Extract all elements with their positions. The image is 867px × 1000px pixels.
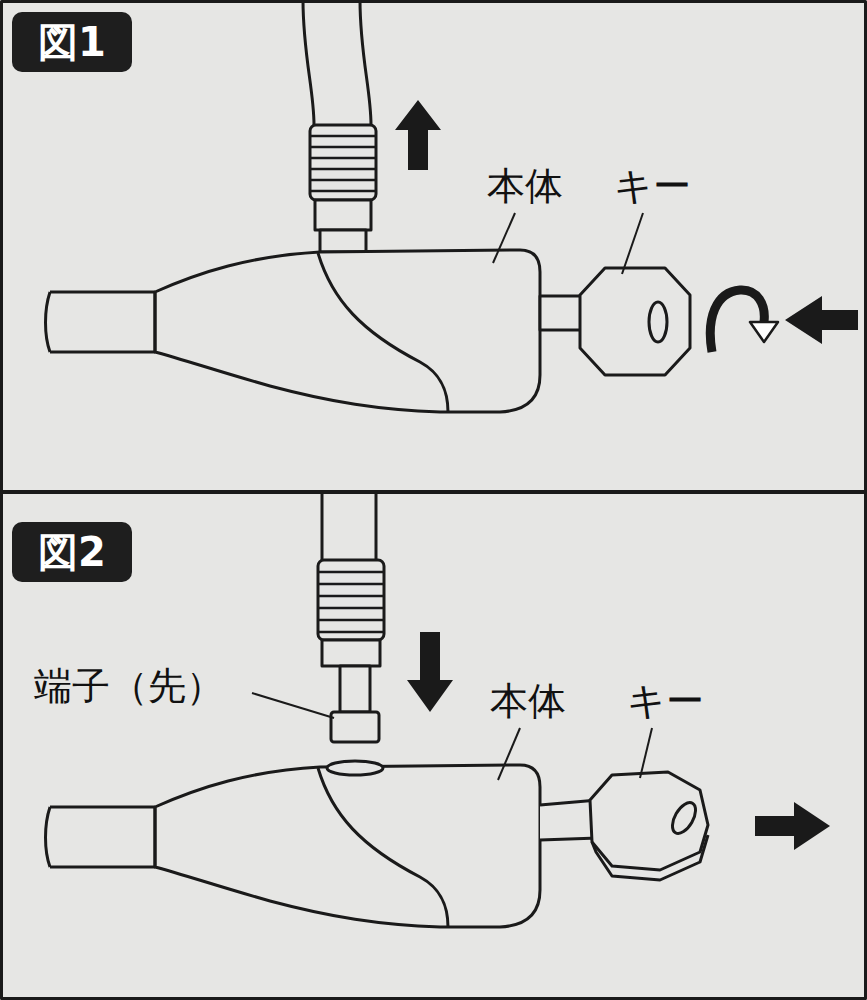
figure-tag: 図1	[12, 12, 132, 72]
thread-rib	[318, 607, 384, 610]
figure-number: 図1	[38, 15, 106, 70]
thread-rib	[310, 190, 376, 193]
thread-rib	[310, 146, 376, 149]
thread-rib	[318, 583, 384, 586]
up-arrow	[395, 100, 441, 170]
lock-body-2	[46, 761, 541, 927]
part-label: キー	[627, 681, 704, 723]
part-label: 本体	[487, 166, 563, 208]
thread-rib	[310, 179, 376, 182]
leader-line	[622, 213, 643, 274]
leader-line	[252, 693, 334, 718]
leader-line	[640, 728, 652, 778]
leader-line	[493, 213, 515, 263]
left-arrow	[785, 296, 858, 344]
part-label: キー	[614, 166, 691, 208]
key-1	[540, 268, 690, 375]
figure-number: 図2	[38, 525, 106, 580]
thread-rib	[318, 595, 384, 598]
thread-rib	[310, 157, 376, 160]
down-arrow	[407, 632, 453, 712]
thread-rib	[318, 631, 384, 634]
part-label: 端子（先）	[34, 666, 224, 708]
part-label: 本体	[490, 681, 566, 723]
rotate-arrow	[710, 290, 778, 352]
cable-2	[318, 494, 384, 742]
thread-rib	[318, 619, 384, 622]
cable-1	[303, 0, 376, 252]
figure-tag: 図2	[12, 522, 132, 582]
thread-rib	[318, 571, 384, 574]
key-2	[540, 772, 708, 880]
thread-rib	[310, 168, 376, 171]
thread-rib	[310, 135, 376, 138]
lock-body-1	[46, 250, 541, 412]
divider	[0, 490, 867, 494]
leader-line	[498, 728, 520, 780]
right-arrow	[755, 802, 830, 850]
